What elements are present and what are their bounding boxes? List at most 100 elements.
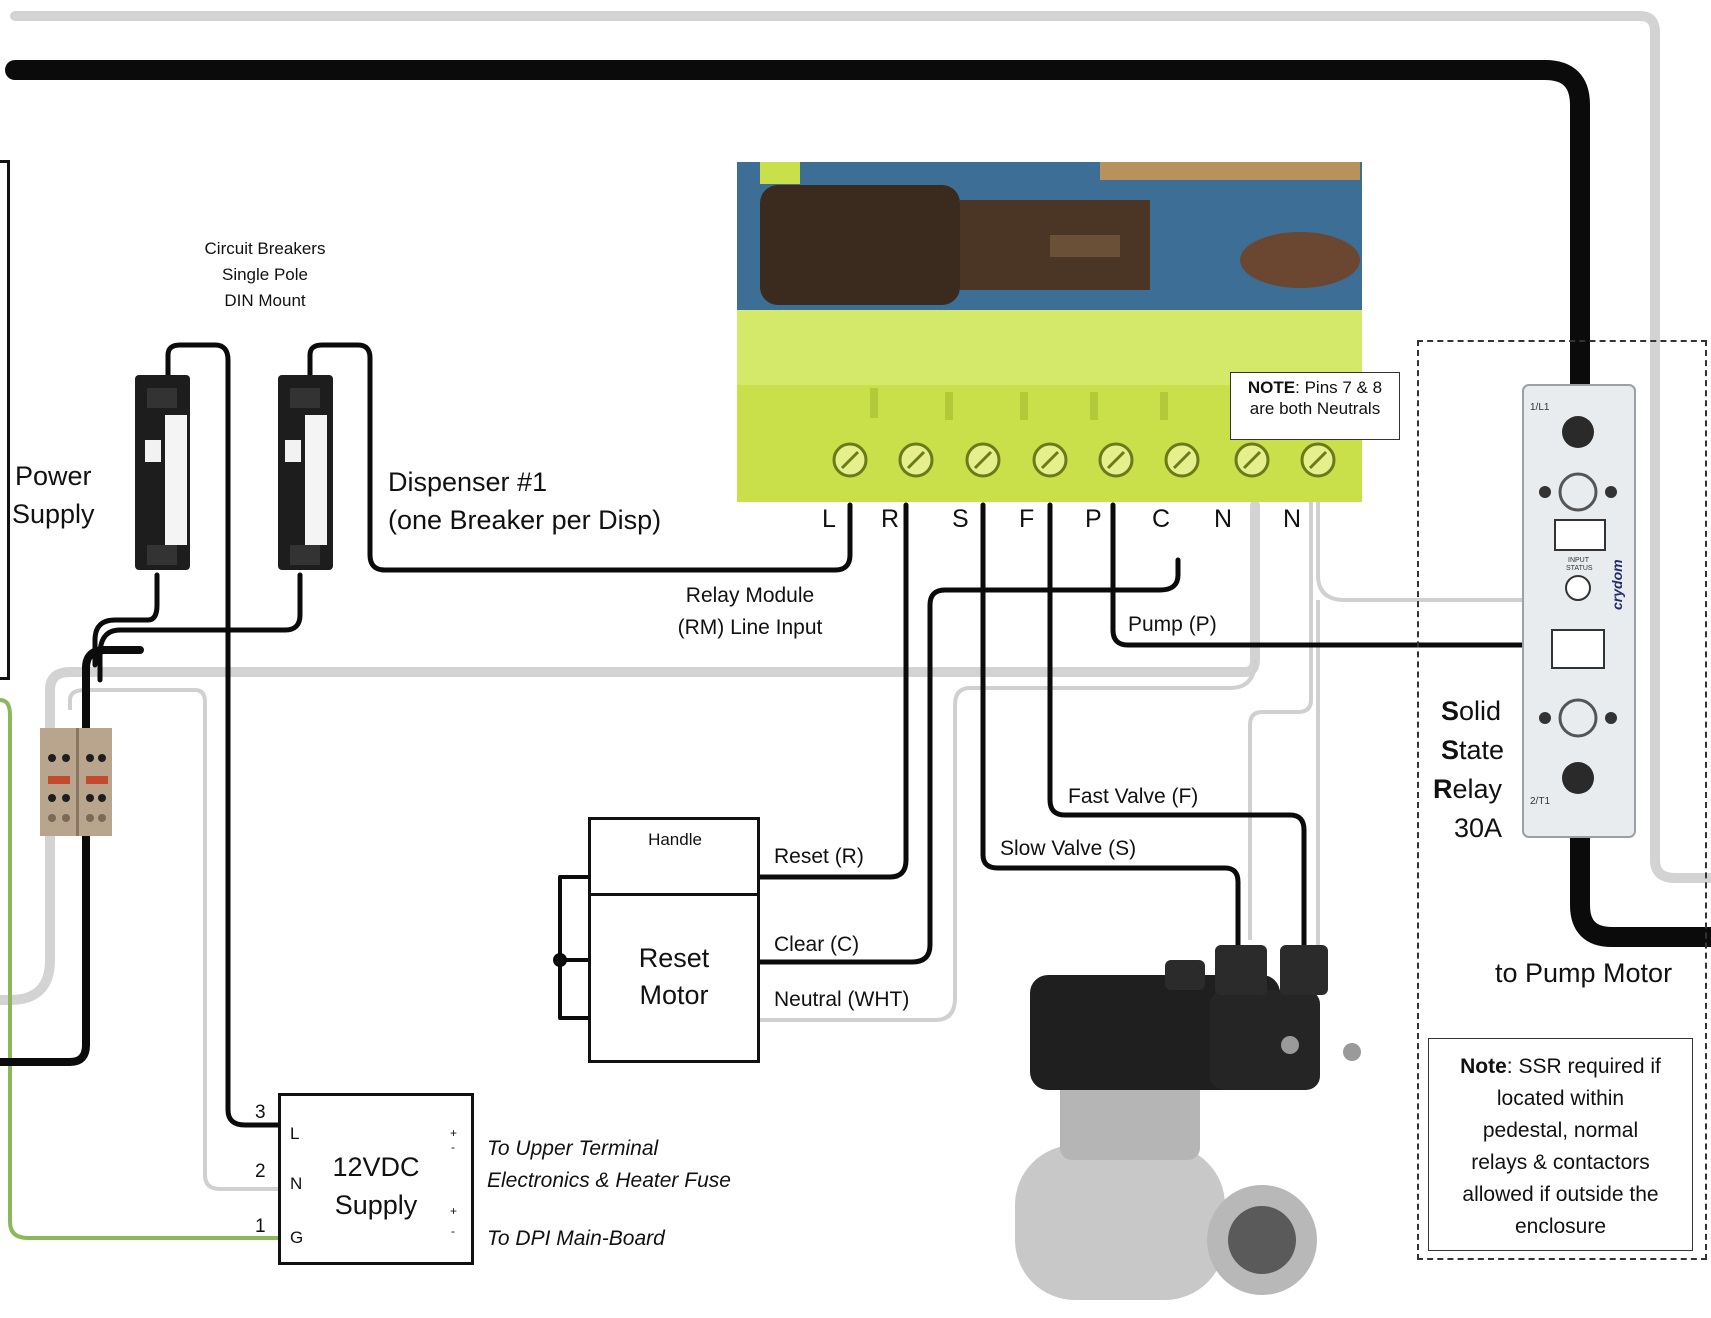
supply-pin-number-1: 1 xyxy=(255,1216,266,1237)
output-upper-terminal-label: To Upper Terminal Electronics & Heater F… xyxy=(487,1133,731,1197)
ssr-label: Solid State Relay 30A xyxy=(1430,692,1504,848)
supply-polarity-minus-2: - xyxy=(451,1224,455,1238)
terminal-label-s: S xyxy=(952,505,969,533)
power-supply-line-1: Power xyxy=(15,461,92,491)
relay-module-input-line-2: (RM) Line Input xyxy=(677,616,823,639)
relay-module-board xyxy=(737,162,1362,502)
ssr-note-rest: : SSR required if xyxy=(1506,1055,1661,1078)
pins-note-bold: NOTE xyxy=(1247,378,1296,397)
terminal-label-c: C xyxy=(1152,505,1171,533)
ssr-t1-text: 2/T1 xyxy=(1530,796,1550,807)
circuit-breaker-2 xyxy=(278,375,333,570)
valve-neutral-wire-b xyxy=(1316,500,1540,602)
ssr-word-solid: olid xyxy=(1459,696,1502,726)
circuit-breaker-1 xyxy=(135,375,190,570)
reset-motor-line-2: Motor xyxy=(639,980,709,1010)
motor-junction-dot xyxy=(553,953,567,967)
dispenser-line-2: (one Breaker per Disp) xyxy=(388,505,662,535)
output-line-1: To Upper Terminal xyxy=(487,1137,659,1160)
power-supply-line-2: Supply xyxy=(12,499,95,529)
motor-neutral-wire xyxy=(760,659,1257,1022)
slow-valve-wire xyxy=(980,502,1241,948)
reset-motor-label: Reset Motor xyxy=(588,940,760,1014)
dc-supply-title-line-2: Supply xyxy=(334,1190,418,1220)
dispenser-label: Dispenser #1 (one Breaker per Disp) xyxy=(388,463,661,539)
breaker2-top-wire xyxy=(307,342,853,573)
pins-note-line-1: NOTE: Pins 7 & 8 xyxy=(1235,377,1395,398)
ssr-word-state: tate xyxy=(1459,735,1505,765)
ssr-l1-text: 1/L1 xyxy=(1530,402,1550,413)
supply-pin-number-2: 2 xyxy=(255,1161,266,1182)
power-supply-label: Power Supply xyxy=(12,457,95,533)
terminal-label-l: L xyxy=(822,505,836,533)
ssr-note-line-4: relays & contactors xyxy=(1471,1151,1650,1174)
ssr-note-line-5: allowed if outside the xyxy=(1462,1183,1659,1206)
clear-wire xyxy=(757,557,1181,965)
ssr-note-line-1: Note: SSR required if xyxy=(1433,1051,1688,1083)
supply-pin-letter-n: N xyxy=(290,1174,303,1193)
breakers-line-2: Single Pole xyxy=(221,265,308,284)
power-supply-box xyxy=(0,160,10,680)
ssr-word-relay: elay xyxy=(1452,774,1503,804)
pump-motor-wire xyxy=(1570,818,1711,947)
ssr-rating: 30A xyxy=(1454,813,1503,843)
ssr-status-text: STATUS xyxy=(1566,565,1593,572)
pins-note-line-2: are both Neutrals xyxy=(1249,399,1381,418)
breakers-line-3: DIN Mount xyxy=(224,291,306,310)
reset-wire-label: Reset (R) xyxy=(774,845,864,868)
supply-polarity-plus-1: + xyxy=(450,1126,458,1140)
fast-valve-wire xyxy=(1047,502,1307,948)
output-dpi-label: To DPI Main-Board xyxy=(487,1227,665,1250)
to-pump-motor-label: to Pump Motor xyxy=(1495,958,1673,988)
breaker1-top-wire xyxy=(165,342,281,1128)
breaker2-line-wire xyxy=(97,572,303,683)
breaker1-line-wire xyxy=(92,572,160,668)
terminal-label-f: F xyxy=(1019,505,1035,533)
pump-wire-label: Pump (P) xyxy=(1128,613,1217,636)
supply-pin-letter-g: G xyxy=(290,1228,304,1247)
dc-supply-title-line-1: 12VDC xyxy=(332,1152,420,1182)
pump-wire xyxy=(1110,502,1558,648)
ssr-letter-s1: S xyxy=(1441,696,1460,726)
gray-top-wire xyxy=(10,11,1711,883)
ground-wire xyxy=(0,698,278,1240)
ssr-note-line-2: located within xyxy=(1496,1087,1625,1110)
fast-valve-label: Fast Valve (F) xyxy=(1068,785,1199,808)
relay-module-input-line-1: Relay Module xyxy=(685,584,815,607)
supply-polarity-minus-1: - xyxy=(451,1140,455,1154)
breakers-line-1: Circuit Breakers xyxy=(204,239,326,258)
ssr-note-bold: Note xyxy=(1460,1055,1507,1078)
terminal-label-r: R xyxy=(881,505,900,533)
dc-supply-title: 12VDC Supply xyxy=(318,1148,434,1224)
solenoid-valve-image xyxy=(1015,945,1361,1300)
reset-motor-line-1: Reset xyxy=(638,943,710,973)
pins-note: NOTE: Pins 7 & 8 are both Neutrals xyxy=(1230,372,1400,440)
valve-neutral-wire-a xyxy=(1248,500,1313,940)
neutral-wire-label: Neutral (WHT) xyxy=(774,988,910,1011)
reset-motor-loop-wire xyxy=(558,875,592,1020)
dc-supply-box xyxy=(278,1093,474,1265)
reset-wire xyxy=(757,502,909,880)
reset-motor-box xyxy=(588,893,760,1063)
supply-pin-number-3: 3 xyxy=(255,1102,266,1123)
handle-box xyxy=(588,817,760,897)
ssr-crydom-text: crydom xyxy=(1609,559,1625,610)
solid-state-relay-device: crydom 1/L1 2/T1 INPUT STATUS xyxy=(1522,384,1636,838)
ssr-enclosure-outline xyxy=(1417,340,1707,1260)
black-wires xyxy=(0,60,1711,1128)
pins-note-rest: : Pins 7 & 8 xyxy=(1295,378,1383,397)
supply-neutral-wire xyxy=(68,688,278,1191)
thin-gray-wires xyxy=(68,500,1540,1191)
ssr-note-line-6: enclosure xyxy=(1514,1215,1607,1238)
ssr-note-line-3: pedestal, normal xyxy=(1482,1119,1639,1142)
din-terminal-blocks xyxy=(40,728,112,836)
terminal-label-n1: N xyxy=(1214,505,1233,533)
output-line-2: Electronics & Heater Fuse xyxy=(487,1169,731,1192)
slow-valve-label: Slow Valve (S) xyxy=(1000,837,1137,860)
breakers-label: Circuit Breakers Single Pole DIN Mount xyxy=(180,236,350,314)
ssr-letter-r: R xyxy=(1433,774,1453,804)
supply-pin-letter-l: L xyxy=(290,1124,300,1143)
dispenser-line-1: Dispenser #1 xyxy=(388,467,548,497)
terminal-label-n2: N xyxy=(1283,505,1302,533)
